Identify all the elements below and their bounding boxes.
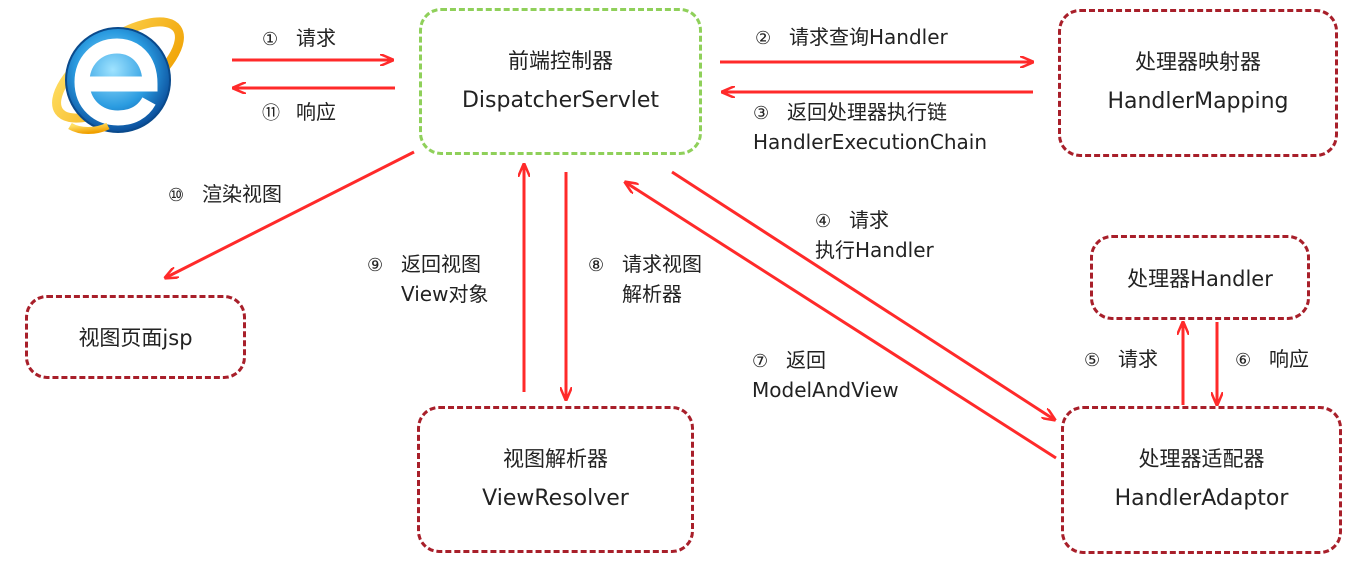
- step-8-label: ⑧ 请求视图 解析器: [588, 250, 702, 308]
- dispatcher-class: DispatcherServlet: [461, 87, 660, 113]
- dispatcher-title: 前端控制器: [508, 48, 613, 73]
- adaptor-title: 处理器适配器: [1138, 447, 1265, 471]
- step-6-text: 响应: [1269, 347, 1309, 371]
- view-resolver-title: 视图解析器: [503, 446, 608, 471]
- step-8-number: ⑧: [588, 255, 605, 276]
- step-2-text: 请求查询Handler: [789, 25, 948, 49]
- step-3-text: 返回处理器执行链: [787, 100, 947, 124]
- jsp-view-node: 视图页面jsp: [25, 295, 246, 379]
- adaptor-class: HandlerAdaptor: [1114, 486, 1289, 511]
- step-7-sub: ModelAndView: [752, 378, 899, 402]
- step-5-label: ⑤ 请求: [1084, 345, 1158, 375]
- view-resolver-node: 视图解析器 ViewResolver: [417, 406, 694, 553]
- step-11-label: ⑪ 响应: [262, 98, 336, 128]
- view-resolver-class: ViewResolver: [482, 485, 629, 511]
- handler-node: 处理器Handler: [1090, 235, 1310, 320]
- arrows-layer: [165, 60, 1217, 460]
- step-2-number: ②: [755, 28, 772, 49]
- step-1-text: 请求: [296, 26, 336, 50]
- arrow-step-7-return-modelandview: [625, 182, 1057, 460]
- step-9-number: ⑨: [367, 255, 384, 276]
- mapping-title: 处理器映射器: [1135, 50, 1261, 74]
- handler-label: 处理器Handler: [1127, 266, 1273, 291]
- arrow-step-10-render-view: [165, 150, 415, 278]
- step-3-sub: HandlerExecutionChain: [753, 130, 988, 154]
- step-2-label: ② 请求查询Handler: [755, 23, 948, 53]
- step-7-label: ⑦ 返回 ModelAndView: [752, 346, 899, 404]
- step-3-label: ③ 返回处理器执行链 HandlerExecutionChain: [753, 98, 987, 156]
- step-1-label: ① 请求: [262, 24, 336, 54]
- step-11-number: ⑪: [262, 103, 280, 124]
- step-5-text: 请求: [1118, 347, 1158, 371]
- dispatcher-servlet-node: 前端控制器 DispatcherServlet: [419, 8, 702, 155]
- step-5-number: ⑤: [1084, 350, 1101, 371]
- step-9-label: ⑨ 返回视图 View对象: [367, 250, 488, 308]
- arrow-step-4-execute-handler: [671, 170, 1055, 420]
- step-4-text: 请求: [849, 208, 889, 232]
- internet-explorer-icon: [52, 17, 184, 134]
- handler-mapping-node: 处理器映射器 HandlerMapping: [1058, 9, 1338, 157]
- step-3-number: ③: [753, 103, 770, 124]
- step-8-sub: 解析器: [622, 282, 682, 306]
- step-7-text: 返回: [786, 348, 826, 372]
- step-6-number: ⑥: [1235, 350, 1252, 371]
- step-1-number: ①: [262, 29, 279, 50]
- step-4-number: ④: [815, 211, 832, 232]
- step-10-label: ⑩ 渲染视图: [168, 180, 282, 210]
- mapping-class: HandlerMapping: [1107, 89, 1289, 114]
- step-6-label: ⑥ 响应: [1235, 345, 1309, 375]
- step-9-text: 返回视图: [401, 252, 481, 276]
- step-10-number: ⑩: [168, 185, 185, 206]
- step-10-text: 渲染视图: [202, 182, 282, 206]
- step-4-label: ④ 请求 执行Handler: [815, 206, 934, 264]
- jsp-label: 视图页面jsp: [78, 326, 193, 350]
- step-9-sub: View对象: [401, 282, 489, 306]
- step-8-text: 请求视图: [622, 252, 702, 276]
- handler-adaptor-node: 处理器适配器 HandlerAdaptor: [1061, 406, 1342, 554]
- step-7-number: ⑦: [752, 351, 769, 372]
- step-4-sub: 执行Handler: [815, 238, 934, 262]
- step-11-text: 响应: [296, 100, 336, 124]
